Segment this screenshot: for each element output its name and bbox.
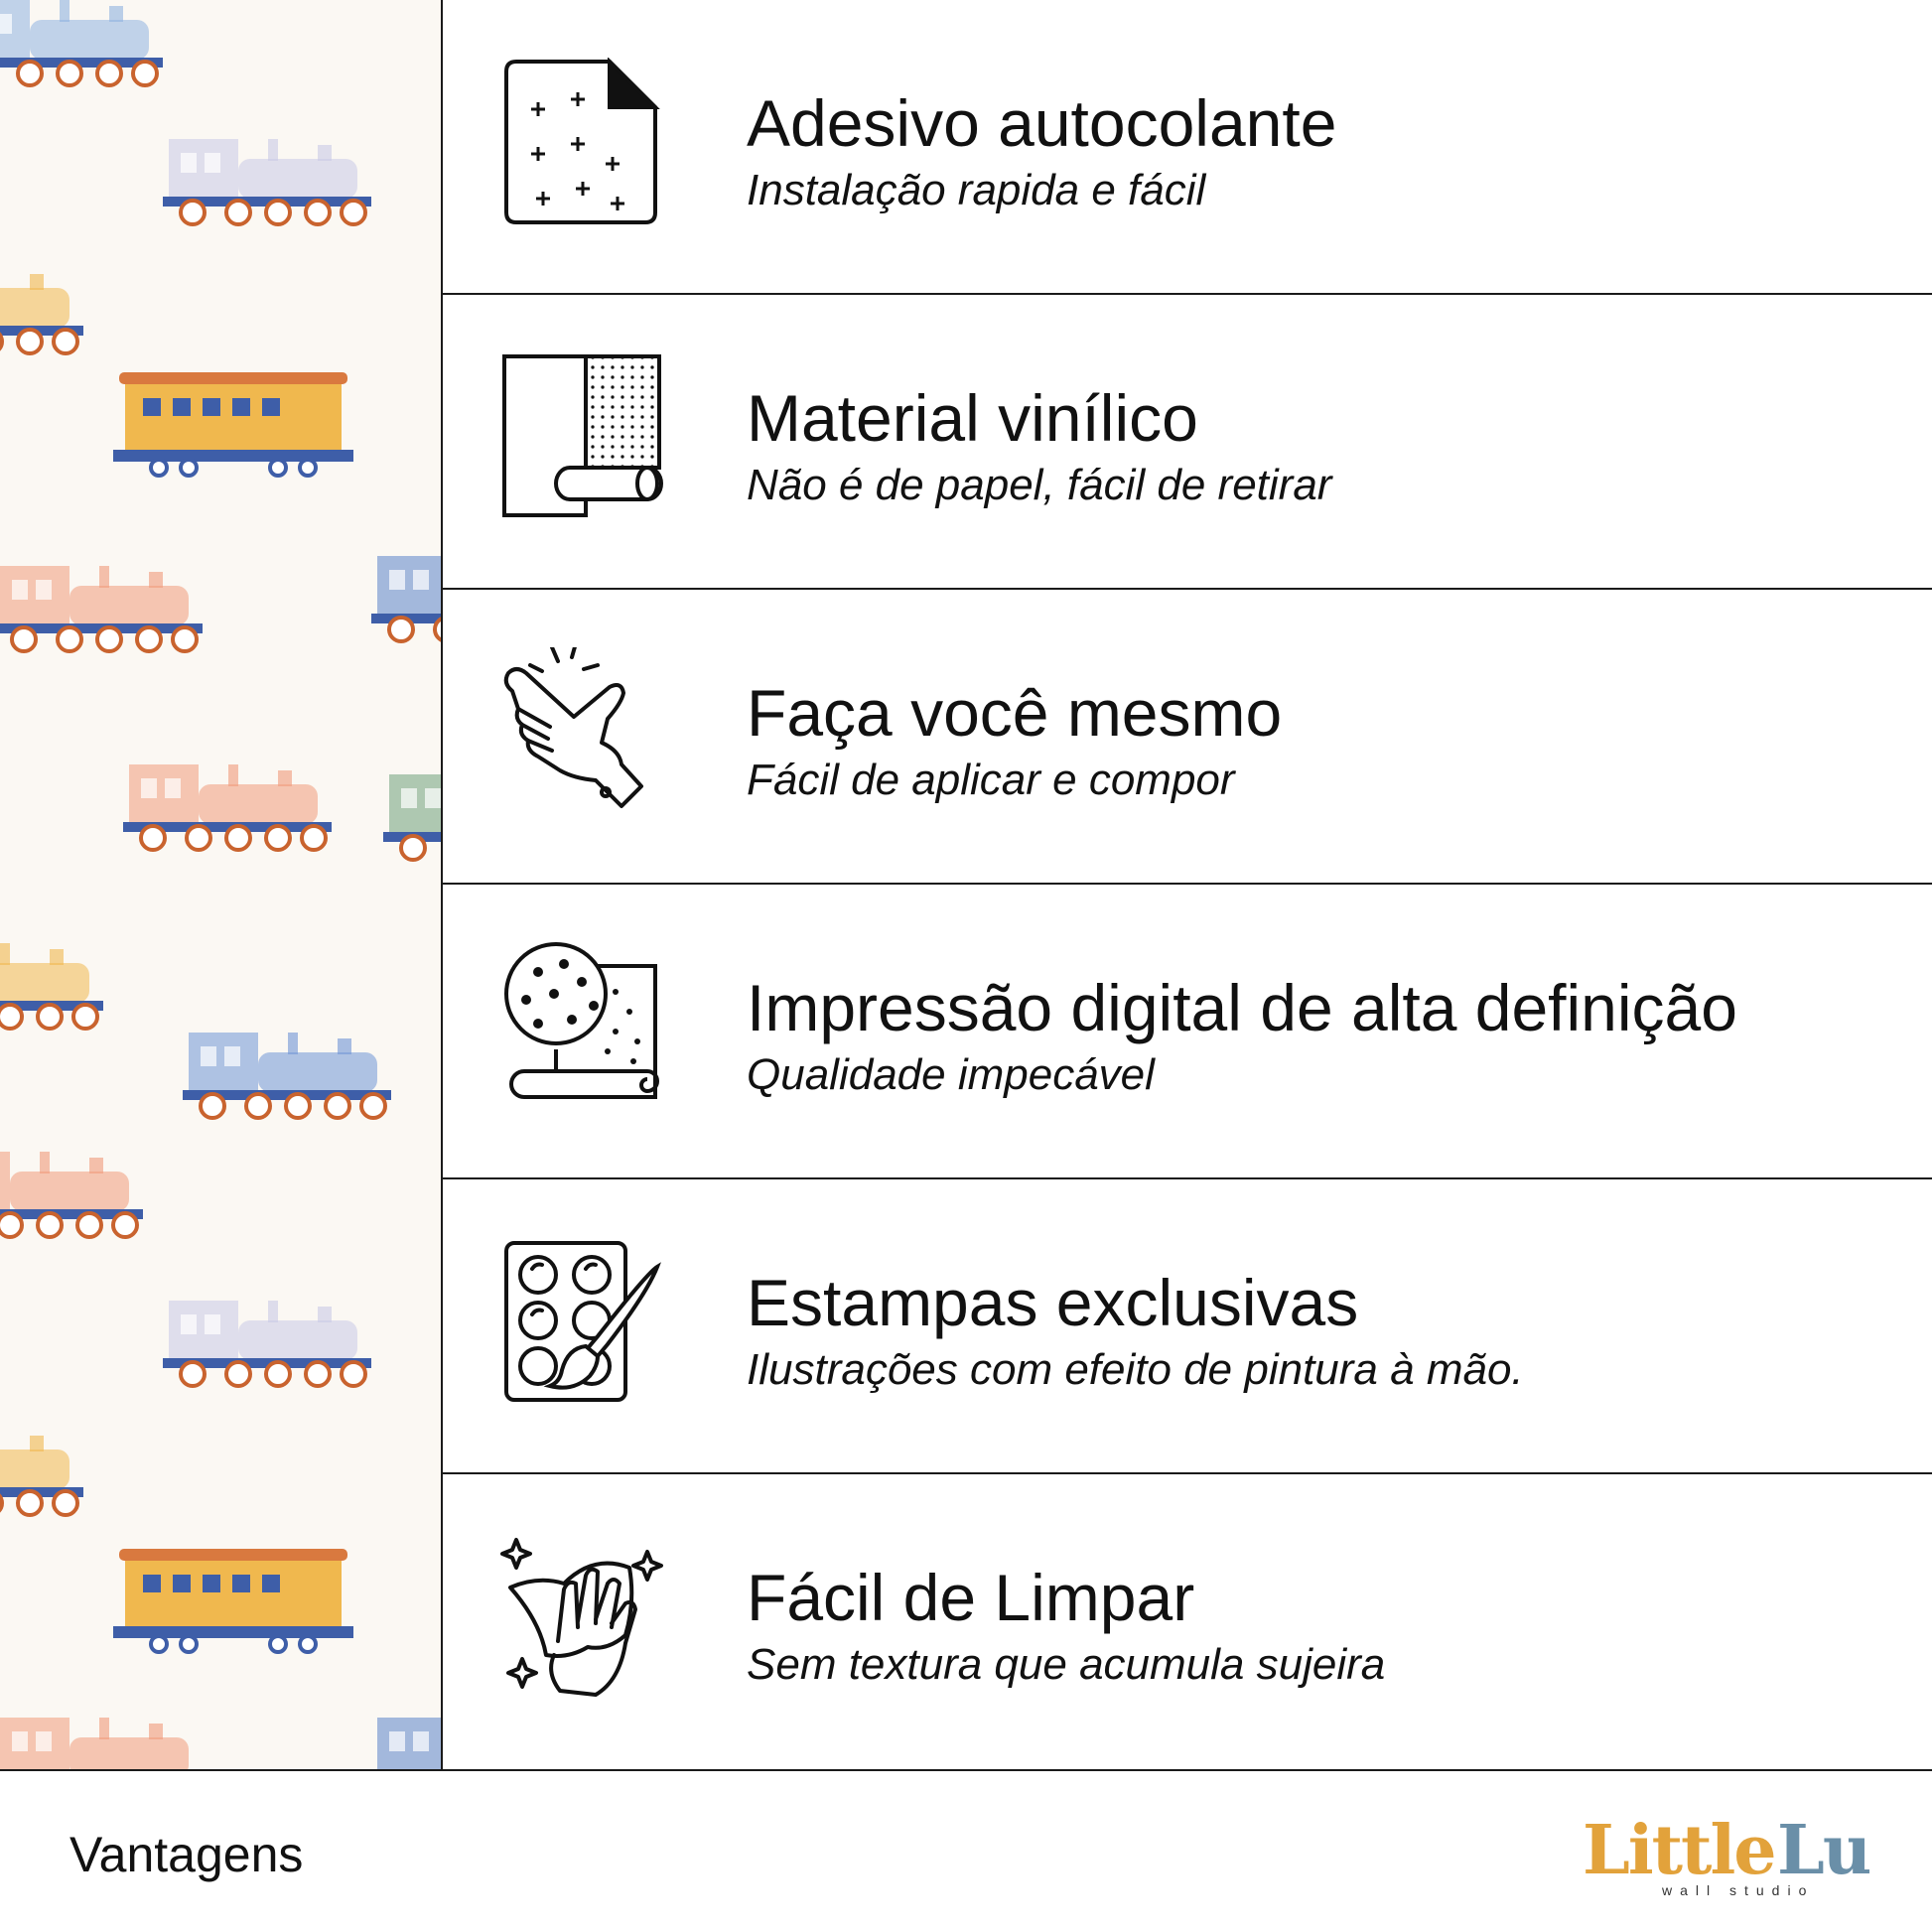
logo-word-primary: Little — [1583, 1811, 1777, 1890]
feature-subtitle: Não é de papel, fácil de retirar — [747, 461, 1332, 509]
paint-palette-icon — [498, 1237, 667, 1406]
feature-item-diy: Faça você mesmo Fácil de aplicar e compo… — [443, 590, 1932, 885]
feature-item-digital-print: Impressão digital de alta definição Qual… — [443, 885, 1932, 1179]
feature-title: Estampas exclusivas — [747, 1266, 1359, 1339]
feature-subtitle: Fácil de aplicar e compor — [747, 756, 1235, 804]
train-pattern-illustration — [0, 0, 441, 1769]
feature-title: Material vinílico — [747, 381, 1198, 455]
brand-logo: Little Lu wall studio — [1583, 1811, 1871, 1902]
feature-title: Impressão digital de alta definição — [747, 971, 1737, 1044]
print-roll-icon — [498, 942, 667, 1111]
feature-item-vinyl: Material vinílico Não é de papel, fácil … — [443, 295, 1932, 590]
sticker-sheet-icon — [498, 58, 667, 226]
footer-section-label: Vantagens — [69, 1827, 304, 1882]
vertical-divider — [441, 0, 443, 1771]
features-list: Adesivo autocolante Instalação rapida e … — [443, 0, 1932, 1769]
feature-title: Fácil de Limpar — [747, 1561, 1195, 1634]
cleaning-cloth-icon — [498, 1532, 667, 1701]
footer-divider — [0, 1769, 1932, 1771]
feature-subtitle: Instalação rapida e fácil — [747, 166, 1206, 214]
feature-subtitle: Sem textura que acumula sujeira — [747, 1640, 1386, 1689]
logo-word-secondary: Lu — [1777, 1811, 1871, 1890]
logo-tagline: wall studio — [1662, 1882, 1815, 1898]
feature-item-easy-clean: Fácil de Limpar Sem textura que acumula … — [443, 1474, 1932, 1769]
feature-item-adhesive: Adesivo autocolante Instalação rapida e … — [443, 0, 1932, 295]
wallpaper-pattern-sample — [0, 0, 441, 1769]
feature-title: Faça você mesmo — [747, 676, 1283, 750]
feature-subtitle: Qualidade impecável — [747, 1050, 1155, 1099]
feature-title: Adesivo autocolante — [747, 86, 1337, 160]
feature-subtitle: Ilustrações com efeito de pintura à mão. — [747, 1345, 1524, 1394]
feature-item-exclusive-prints: Estampas exclusivas Ilustrações com efei… — [443, 1179, 1932, 1474]
snapping-hand-icon — [498, 647, 667, 816]
vinyl-roll-icon — [498, 352, 667, 521]
